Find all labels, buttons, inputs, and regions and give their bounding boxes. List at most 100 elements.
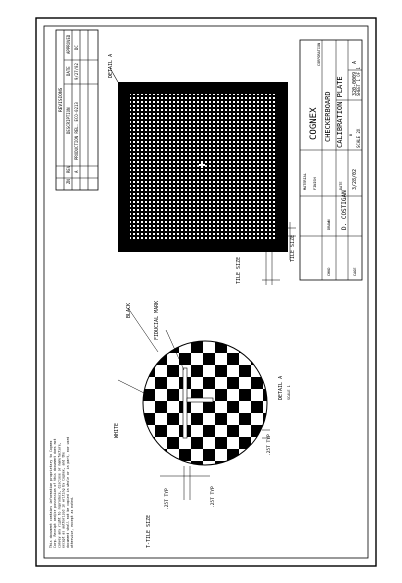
detail-checker-square [215,365,227,377]
material-label: MATERIAL [303,173,307,190]
title-rev: A [352,61,358,64]
rev-row1-date: 9/27/02 [74,63,79,80]
detail-checker-square [143,353,155,365]
detail-fiducial-horizontal [186,397,214,403]
detail-checker-square [143,425,155,437]
detail-checker-square [155,365,167,377]
detail-checker-square [239,365,251,377]
detail-checker-square [167,377,179,389]
date-value: 3/28/02 [352,169,358,190]
company-name: COGNEX [309,107,319,140]
detail-checkerboard [143,341,267,465]
detail-checker-square [263,365,267,377]
checked-label: CHKD [327,268,331,276]
detail-checker-square [191,449,203,461]
title-line1: CHECKERBOARD [324,91,332,142]
detail-checker-square [167,437,179,449]
title-line2: CALIBRATION PLATE [336,76,344,148]
detail-a-callout: DETAIL A [108,54,119,83]
detail-checker-square [227,365,239,377]
outer-border [35,17,377,567]
detail-checker-square [263,353,267,365]
detail-checker-square [203,413,215,425]
detail-checker-square [227,389,239,401]
detail-checker-square [263,461,267,465]
detail-checker-square [143,461,155,465]
detail-checker-square [191,365,203,377]
detail-checker-square [227,401,239,413]
detail-checker-square [167,341,179,353]
detail-checker-square [215,401,227,413]
finish-label: FINISH [313,177,317,190]
detail-checker-square [251,425,263,437]
detail-checker-square [167,461,179,465]
detail-checker-square [239,377,251,389]
sheet-label: SHEET 1 OF 1 [356,67,361,96]
detail-checker-square [227,413,239,425]
detail-checker-square [191,425,203,437]
detail-checker-square [263,401,267,413]
detail-checker-square [179,437,191,449]
detail-checker-square [203,377,215,389]
detail-checker-square [251,449,263,461]
detail-checker-square [215,389,227,401]
detail-checker-square [143,365,155,377]
detail-checker-square [155,413,167,425]
size-label: B [349,134,353,136]
proprietary-note: This document contains information propr… [49,437,74,548]
detail-checker-square [143,401,155,413]
detail-checker-square [179,353,191,365]
detail-checker-square [239,413,251,425]
detail-checker-square [167,365,179,377]
tile-size-dimension-main: TILE SIZE TILE SIZE [236,222,296,285]
inner-border [43,25,369,559]
detail-checker-square [191,401,203,413]
title-block: COGNEX CORPORATION CHECKERBOARD CALIBRAT… [299,39,363,281]
rev-col-zone: ZN [66,179,71,184]
detail-checker-square [155,341,167,353]
detail-checker-square [227,341,239,353]
rev-row1-approved: DC [74,45,79,50]
detail-checker-square [215,353,227,365]
detail-checker-square [203,449,215,461]
detail-checker-square [155,377,167,389]
tile-size-label-b: TILE SIZE [290,235,296,262]
detail-checker-square [215,425,227,437]
detail-checker-square [167,425,179,437]
detail-checker-square [263,341,267,353]
detail-a-label: DETAIL A [108,54,114,78]
detail-checker-square [227,449,239,461]
detail-checker-square [227,353,239,365]
detail-checker-square [191,413,203,425]
drawn-name: D. COSTIGAN [341,190,348,230]
detail-checker-square [155,389,167,401]
detail-checker-square [239,437,251,449]
company-sub: CORPORATION [317,43,321,66]
detail-checker-square [227,461,239,465]
detail-checker-square [239,389,251,401]
detail-checker-square [191,377,203,389]
detail-checker-square [227,425,239,437]
detail-checker-square [143,389,155,401]
detail-checker-square [143,437,155,449]
detail-fiducial-vertical [182,367,188,439]
detail-checker-square [167,353,179,365]
scale-label: SCALE 2X [356,128,361,148]
detail-checker-square [203,425,215,437]
detail-checker-square [203,365,215,377]
detail-checker-square [215,413,227,425]
rev-col-approved: APPROVED [66,34,71,54]
detail-checker-square [167,401,179,413]
detail-checker-square [251,461,263,465]
detail-checker-square [215,437,227,449]
detail-checker-square [215,449,227,461]
detail-checker-square [203,461,215,465]
rev-col-rev: REV [66,165,71,173]
rev-row1-description: PRODUCTION REL. ECO-0213 [74,102,79,160]
detail-checker-square [239,461,251,465]
dim-c-label: .25T TYP [210,486,216,508]
revision-block: REVISIONS ZN REV DESCRIPTION DATE APPROV… [55,29,99,191]
detail-title: DETAIL A [278,376,284,400]
detail-checker-square [251,389,263,401]
